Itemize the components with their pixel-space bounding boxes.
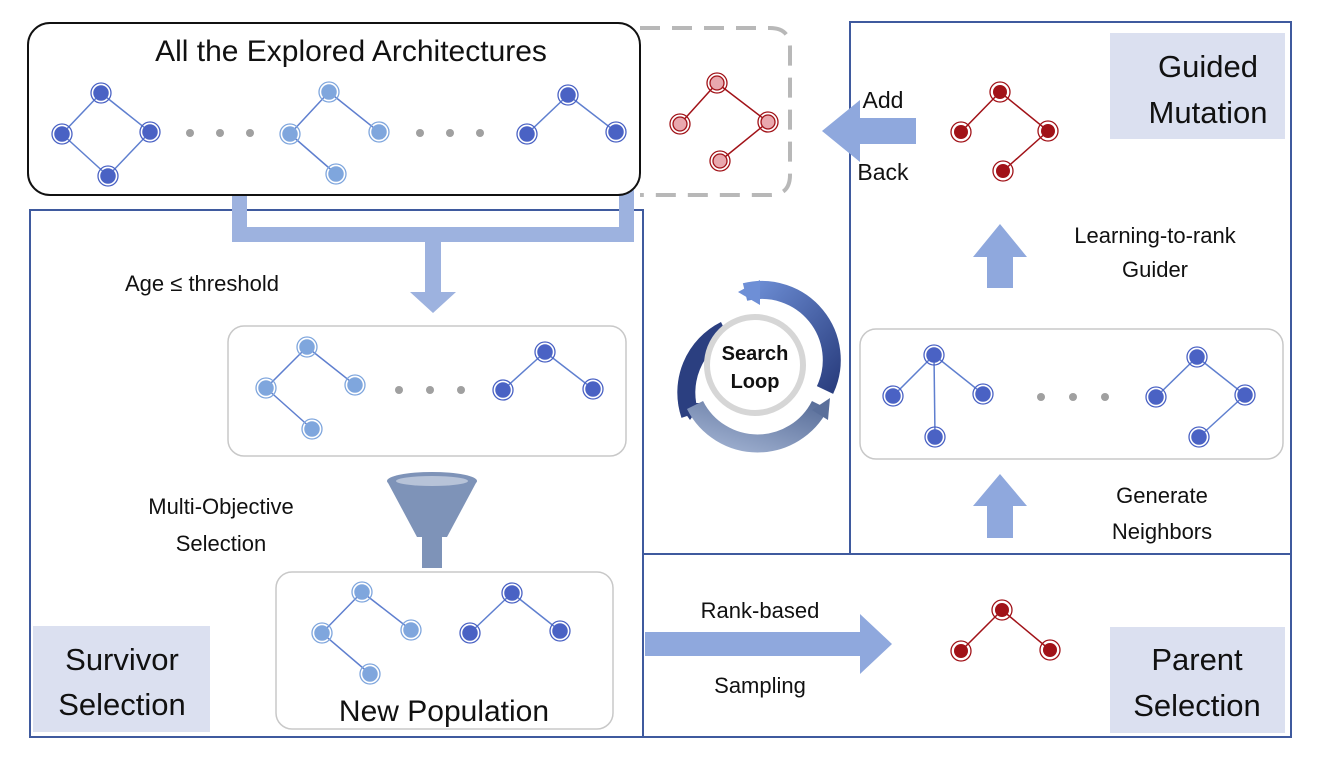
search-loop-line2: Loop <box>731 371 780 393</box>
explored-title: All the Explored Architectures <box>155 35 547 68</box>
survivor-selection-frame <box>29 209 644 738</box>
funnel-icon <box>387 472 477 568</box>
guider-line2: Guider <box>1122 257 1188 282</box>
parent-line2: Selection <box>1133 688 1261 723</box>
guider-line1: Learning-to-rank <box>1074 223 1236 248</box>
search-loop-icon <box>677 280 841 453</box>
add-back-line1: Add <box>863 87 904 113</box>
node-rings <box>51 81 1256 685</box>
add-back-arrow <box>822 100 916 162</box>
survivor-selection-label-bg <box>33 626 210 732</box>
blue-nodes <box>54 84 1253 682</box>
survivor-line1: Survivor <box>65 642 179 677</box>
parent-selection-frame <box>642 553 1292 738</box>
ellipsis-dots <box>186 129 1109 401</box>
add-back-line2: Back <box>857 159 909 185</box>
moo-line1: Multi-Objective <box>148 494 293 519</box>
new-population-box <box>275 571 614 730</box>
parent-line1: Parent <box>1151 642 1243 677</box>
neighbors-line1: Generate <box>1116 483 1208 508</box>
sampling-arrow <box>645 614 892 674</box>
search-loop-line1: Search <box>722 343 789 365</box>
survivor-line2: Selection <box>58 687 186 722</box>
parent-selection-label-bg <box>1110 627 1285 733</box>
moo-line2: Selection <box>176 531 267 556</box>
explored-to-filter-arrow <box>232 190 634 313</box>
new-population-label: New Population <box>339 695 549 728</box>
neighbors-up-arrow <box>973 474 1027 538</box>
sampling-line2: Sampling <box>714 673 806 698</box>
guided-mutation-label-bg <box>1110 33 1285 139</box>
dashed-addback-box <box>640 26 792 197</box>
explored-architectures-box <box>27 22 641 196</box>
sampling-line1: Rank-based <box>701 598 820 623</box>
neighbors-line2: Neighbors <box>1112 519 1212 544</box>
red-nodes <box>669 72 1061 662</box>
guided-mutation-line2: Mutation <box>1149 95 1268 130</box>
guider-up-arrow <box>973 224 1027 288</box>
age-threshold-label: Age ≤ threshold <box>125 271 279 296</box>
guided-mutation-line1: Guided <box>1158 49 1258 84</box>
